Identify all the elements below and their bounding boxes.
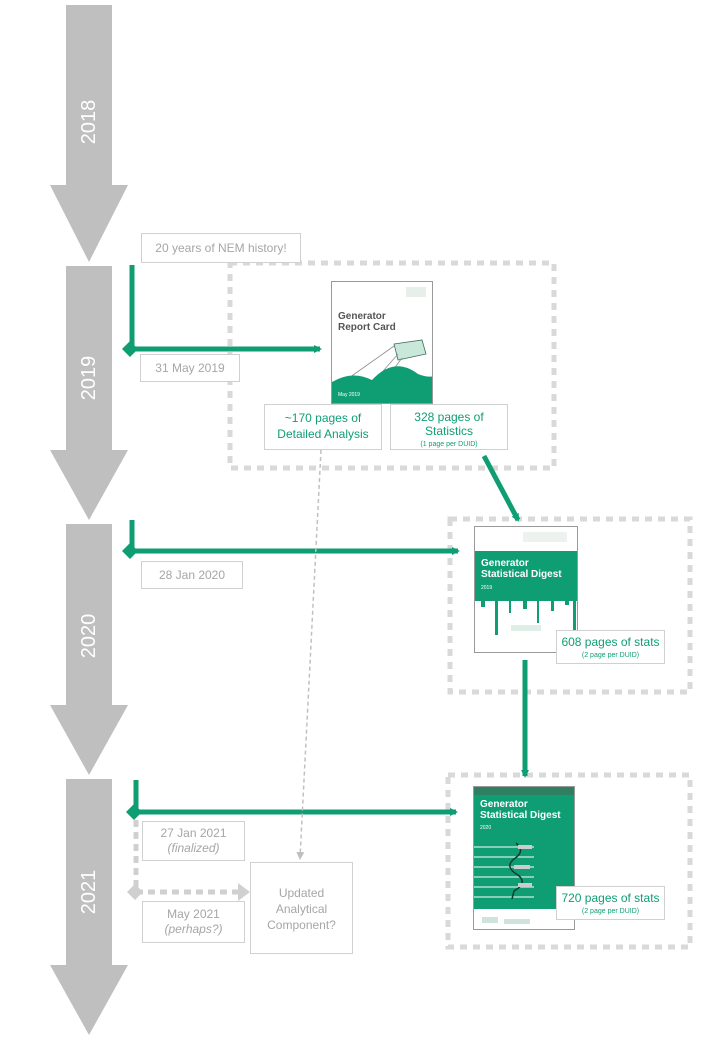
date-note-2019: 31 May 2019	[140, 354, 240, 382]
digest-2021-topbar	[474, 787, 574, 795]
connector-stats-to-digest-2020	[481, 454, 521, 522]
stats-2021-box: 720 pages of stats (2 page per DUID)	[556, 886, 665, 920]
report-card-art	[332, 339, 432, 403]
connector-2021-tail	[126, 804, 142, 820]
updated-analytical-box: Updated Analytical Component?	[250, 862, 353, 954]
digest-2021-footer-logo-1	[482, 917, 498, 923]
digest-2021-curve	[509, 842, 523, 900]
digest-2021-footer-logo-2	[504, 919, 530, 924]
date-may-2021-text: May 2021	[167, 907, 220, 921]
nem-history-note: 20 years of NEM history!	[141, 233, 301, 263]
date-note-may-2021: May 2021 (perhaps?)	[142, 901, 245, 943]
report-card-logos	[406, 287, 426, 297]
digest-2020-title: Generator Statistical Digest	[481, 558, 562, 580]
year-label-2019: 2019	[78, 356, 100, 401]
date-note-2021: 27 Jan 2021 (finalized)	[142, 821, 245, 861]
nem-history-text: 20 years of NEM history!	[155, 241, 287, 255]
report-card-title: Generator Report Card	[338, 311, 396, 333]
connector-may-2021-head	[238, 883, 250, 901]
year-arrow-2020	[50, 524, 128, 775]
date-2019-text: 31 May 2019	[155, 361, 225, 375]
stats-2019-text: 328 pages of Statistics	[414, 410, 484, 438]
digest-2020-logo-strip	[511, 625, 541, 631]
stats-2021-text: 720 pages of stats	[561, 891, 660, 905]
analysis-text: ~170 pages of Detailed Analysis	[277, 411, 369, 441]
stats-2019-subtext: (1 page per DUID)	[420, 441, 478, 448]
digest-2021-bar-3	[518, 883, 532, 887]
year-label-2020: 2020	[78, 614, 100, 659]
connector-may-2021-tail	[127, 884, 143, 900]
report-card-hills	[332, 366, 432, 392]
date-may-2021-subtext: (perhaps?)	[164, 922, 223, 936]
stats-2020-text: 608 pages of stats	[561, 635, 660, 649]
digest-2020-drips	[475, 599, 577, 635]
report-card-cover: Generator Report Card May 2019	[331, 281, 433, 404]
year-label-2021: 2021	[78, 870, 100, 915]
digest-2021-bar-2	[514, 865, 530, 869]
stats-2021-subtext: (2 page per DUID)	[581, 908, 640, 915]
updated-analytical-text: Updated Analytical Component?	[267, 886, 336, 932]
stats-2020-subtext: (2 page per DUID)	[581, 652, 640, 659]
report-card-document-icon	[393, 339, 427, 361]
stats-2019-box: 328 pages of Statistics (1 page per DUID…	[390, 404, 508, 450]
date-2020-text: 28 Jan 2020	[158, 568, 226, 582]
year-arrow-2018	[50, 5, 128, 262]
frame-2020	[447, 516, 693, 695]
report-card-date: May 2019	[338, 392, 360, 398]
date-2021-subtext: (finalized)	[167, 841, 220, 855]
analysis-box: ~170 pages of Detailed Analysis	[264, 404, 382, 450]
connector-2020-tail	[122, 543, 138, 559]
frame-2021	[445, 772, 693, 950]
digest-2021-bar-1	[518, 845, 532, 849]
digest-2021-title: Generator Statistical Digest	[480, 799, 561, 821]
date-note-2020: 28 Jan 2020	[141, 561, 243, 589]
digest-2020-cover: Generator Statistical Digest 2019	[474, 526, 578, 653]
date-2021-text: 27 Jan 2021	[160, 826, 227, 840]
digest-2021-art	[474, 842, 574, 929]
report-card-ray-1	[345, 345, 395, 381]
connector-analysis-to-updated	[296, 449, 322, 860]
connector-2019-tail	[122, 341, 138, 357]
digest-2020-logos	[523, 532, 567, 542]
stats-2020-box: 608 pages of stats (2 page per DUID)	[556, 630, 665, 664]
digest-2020-art	[475, 551, 577, 635]
digest-2020-green-band	[475, 551, 577, 601]
digest-2021-year: 2020	[480, 825, 492, 831]
report-card-footer	[332, 390, 432, 403]
year-label-2018: 2018	[78, 100, 100, 145]
year-arrow-2019	[50, 266, 128, 520]
digest-2020-year: 2019	[481, 585, 493, 591]
year-arrow-2021	[50, 779, 128, 1035]
